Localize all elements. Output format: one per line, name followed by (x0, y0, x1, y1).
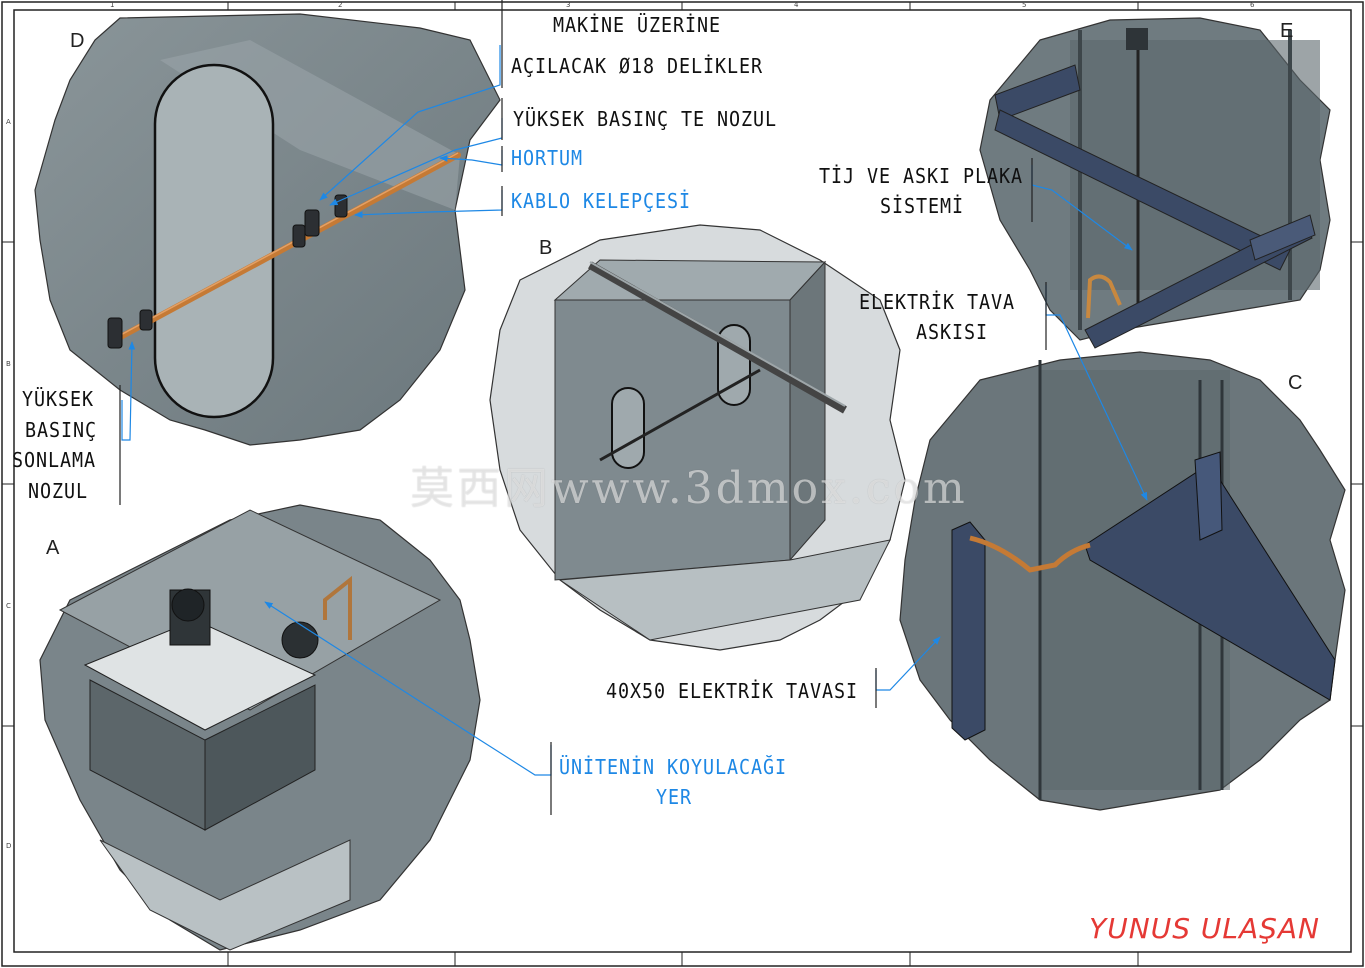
vertical-tray (951, 521, 986, 741)
end-nozzle-line3: SONLAMA (12, 448, 96, 472)
watermark: 莫西网www.3dmox.com (410, 463, 968, 514)
view-d-detail (34, 13, 501, 446)
rod-plate-line2: SİSTEMİ (880, 194, 964, 218)
view-label-b: B (539, 237, 553, 259)
tick-side-d: D (6, 842, 12, 850)
tick-side-a: A (6, 118, 11, 126)
rail (588, 261, 847, 414)
view-b-detail (489, 224, 906, 651)
author-signature: YUNUS ULAŞAN (1089, 912, 1320, 945)
tick-top-5: 5 (1022, 1, 1027, 9)
rod-plate-line1: TİJ VE ASKI PLAKA (819, 164, 1023, 188)
view-label-c: C (1288, 372, 1303, 394)
view-label-e: E (1280, 20, 1294, 42)
view-c-detail (899, 351, 1346, 811)
makine-holes-line1: MAKİNE ÜZERİNE (553, 13, 721, 37)
tick-top-3: 3 (566, 1, 571, 9)
view-a-detail (39, 504, 481, 951)
tray-hanger-line2: ASKISI (916, 320, 988, 344)
view-e-detail (979, 17, 1331, 349)
tick-top-6: 6 (1250, 1, 1255, 9)
hose-label: HORTUM (511, 146, 583, 170)
tick-top-1: 1 (110, 1, 115, 9)
tick-top-2: 2 (338, 1, 343, 9)
makine-holes-line2: AÇILACAK Ø18 DELİKLER (511, 54, 763, 78)
end-nozzle-line1: YÜKSEK (22, 387, 94, 411)
hose-pipe (112, 152, 461, 343)
te-nozzle-label: YÜKSEK BASINÇ TE NOZUL (513, 107, 777, 131)
view-label-d: D (70, 30, 85, 52)
label-bars (119, 0, 1047, 815)
oval-opening (153, 63, 275, 419)
cable-tray-label: 40X50 ELEKTRİK TAVASI (606, 679, 858, 703)
tray-hanger-line1: ELEKTRİK TAVA (859, 290, 1015, 314)
tick-top-4: 4 (794, 1, 799, 9)
cable-clamp-label: KABLO KELEPÇESİ (511, 189, 691, 213)
end-nozzle-line4: NOZUL (28, 479, 89, 503)
tick-side-b: B (6, 360, 11, 368)
unit-place-line2: YER (656, 785, 692, 809)
view-label-a: A (46, 537, 60, 559)
tick-side-c: C (6, 602, 11, 610)
unit-place-line1: ÜNİTENİN KOYULACAĞI (559, 755, 787, 779)
end-nozzle-line2: BASINÇ (25, 418, 97, 442)
